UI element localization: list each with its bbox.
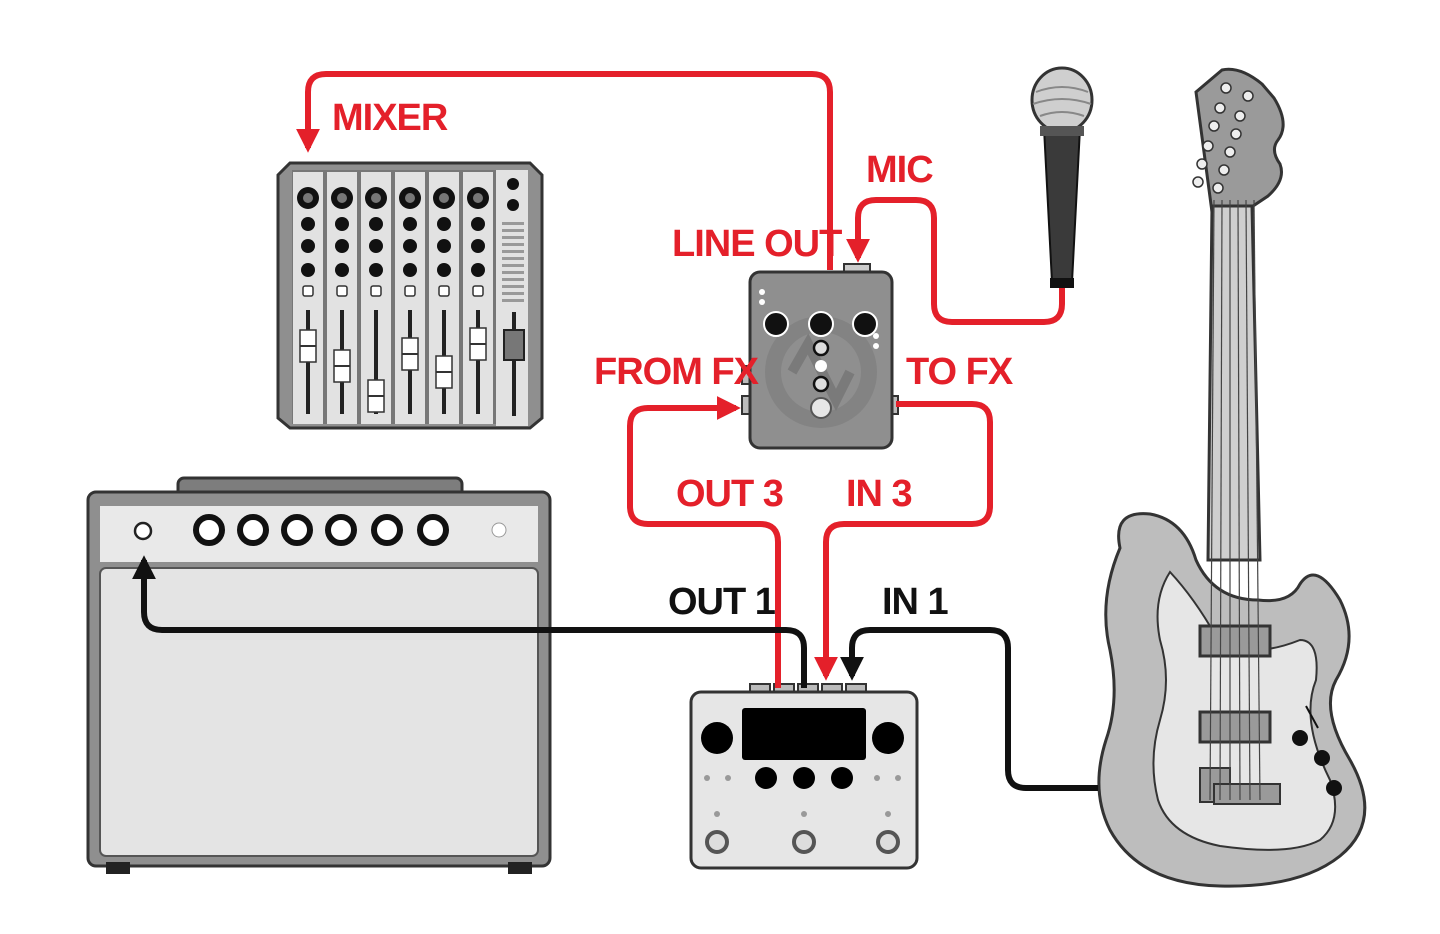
line-out-label: LINE OUT [672, 223, 842, 265]
in3-cable [814, 401, 993, 681]
to-fx-label: TO FX [906, 351, 1014, 393]
multi-effects-pedal-icon [689, 683, 919, 870]
amplifier-icon [86, 476, 552, 874]
mic-cable [846, 197, 1065, 325]
di-box-icon [741, 263, 899, 450]
electric-guitar-icon [1097, 67, 1367, 888]
out3-cable [627, 396, 781, 688]
mixer-icon [276, 161, 544, 430]
out3-label: OUT 3 [676, 473, 783, 515]
in3-label: IN 3 [846, 473, 912, 515]
in1-label: IN 1 [882, 581, 949, 623]
from-fx-label: FROM FX [594, 351, 760, 393]
microphone-icon [1030, 66, 1094, 288]
line-out-to-mixer-cable [296, 71, 833, 270]
in1-cable [840, 627, 1098, 791]
mixer-label: MIXER [332, 97, 448, 139]
out1-label: OUT 1 [668, 581, 776, 623]
out1-cable [132, 555, 807, 688]
mic-label: MIC [866, 149, 933, 191]
